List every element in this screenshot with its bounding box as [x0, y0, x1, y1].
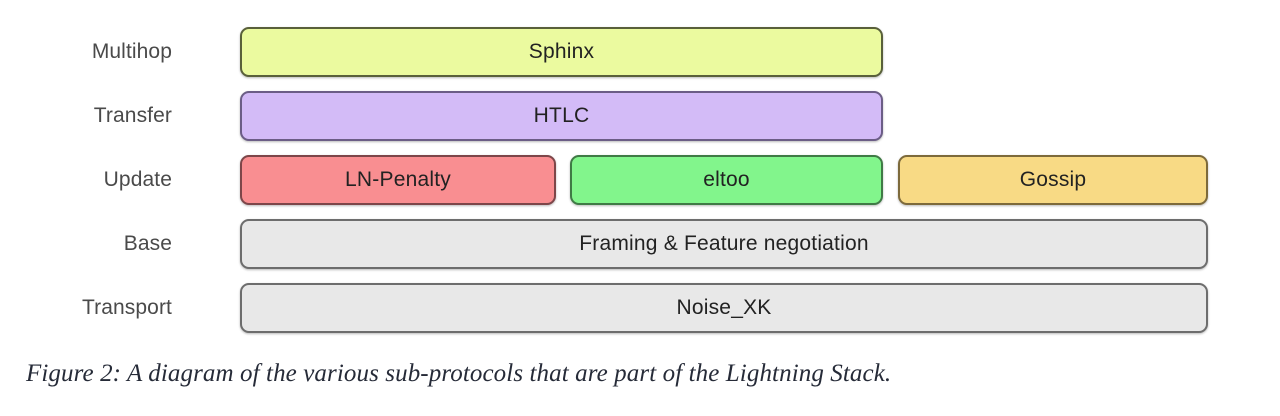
row-boxes-transport: Noise_XK	[206, 282, 1280, 334]
row-label-transport: Transport	[82, 296, 172, 319]
protocol-box-htlc[interactable]: HTLC	[240, 91, 883, 141]
stack-row-multihop: Multihop Sphinx	[0, 26, 1280, 78]
row-boxes-base: Framing & Feature negotiation	[206, 218, 1280, 270]
protocol-box-sphinx[interactable]: Sphinx	[240, 27, 883, 77]
protocol-box-noise-xk[interactable]: Noise_XK	[240, 283, 1208, 333]
protocol-box-gossip[interactable]: Gossip	[898, 155, 1208, 205]
protocol-box-framing-feature-negotiation[interactable]: Framing & Feature negotiation	[240, 219, 1208, 269]
stack-row-update: Update LN-Penalty eltoo Gossip	[0, 154, 1280, 206]
row-label-multihop: Multihop	[91, 40, 172, 63]
row-boxes-update: LN-Penalty eltoo Gossip	[206, 154, 1280, 206]
protocol-box-eltoo[interactable]: eltoo	[570, 155, 883, 205]
figure-caption: Figure 2: A diagram of the various sub-p…	[26, 360, 892, 387]
protocol-box-ln-penalty[interactable]: LN-Penalty	[240, 155, 556, 205]
row-boxes-transfer: HTLC	[206, 90, 1280, 142]
stack-row-base: Base Framing & Feature negotiation	[0, 218, 1280, 270]
row-label-update: Update	[103, 168, 172, 191]
stack-row-transport: Transport Noise_XK	[0, 282, 1280, 334]
row-label-base: Base	[123, 232, 172, 255]
row-label-transfer: Transfer	[93, 104, 172, 127]
stack-row-transfer: Transfer HTLC	[0, 90, 1280, 142]
row-boxes-multihop: Sphinx	[206, 26, 1280, 78]
protocol-stack-diagram: Multihop Sphinx Transfer HTLC Update LN-…	[0, 26, 1280, 346]
